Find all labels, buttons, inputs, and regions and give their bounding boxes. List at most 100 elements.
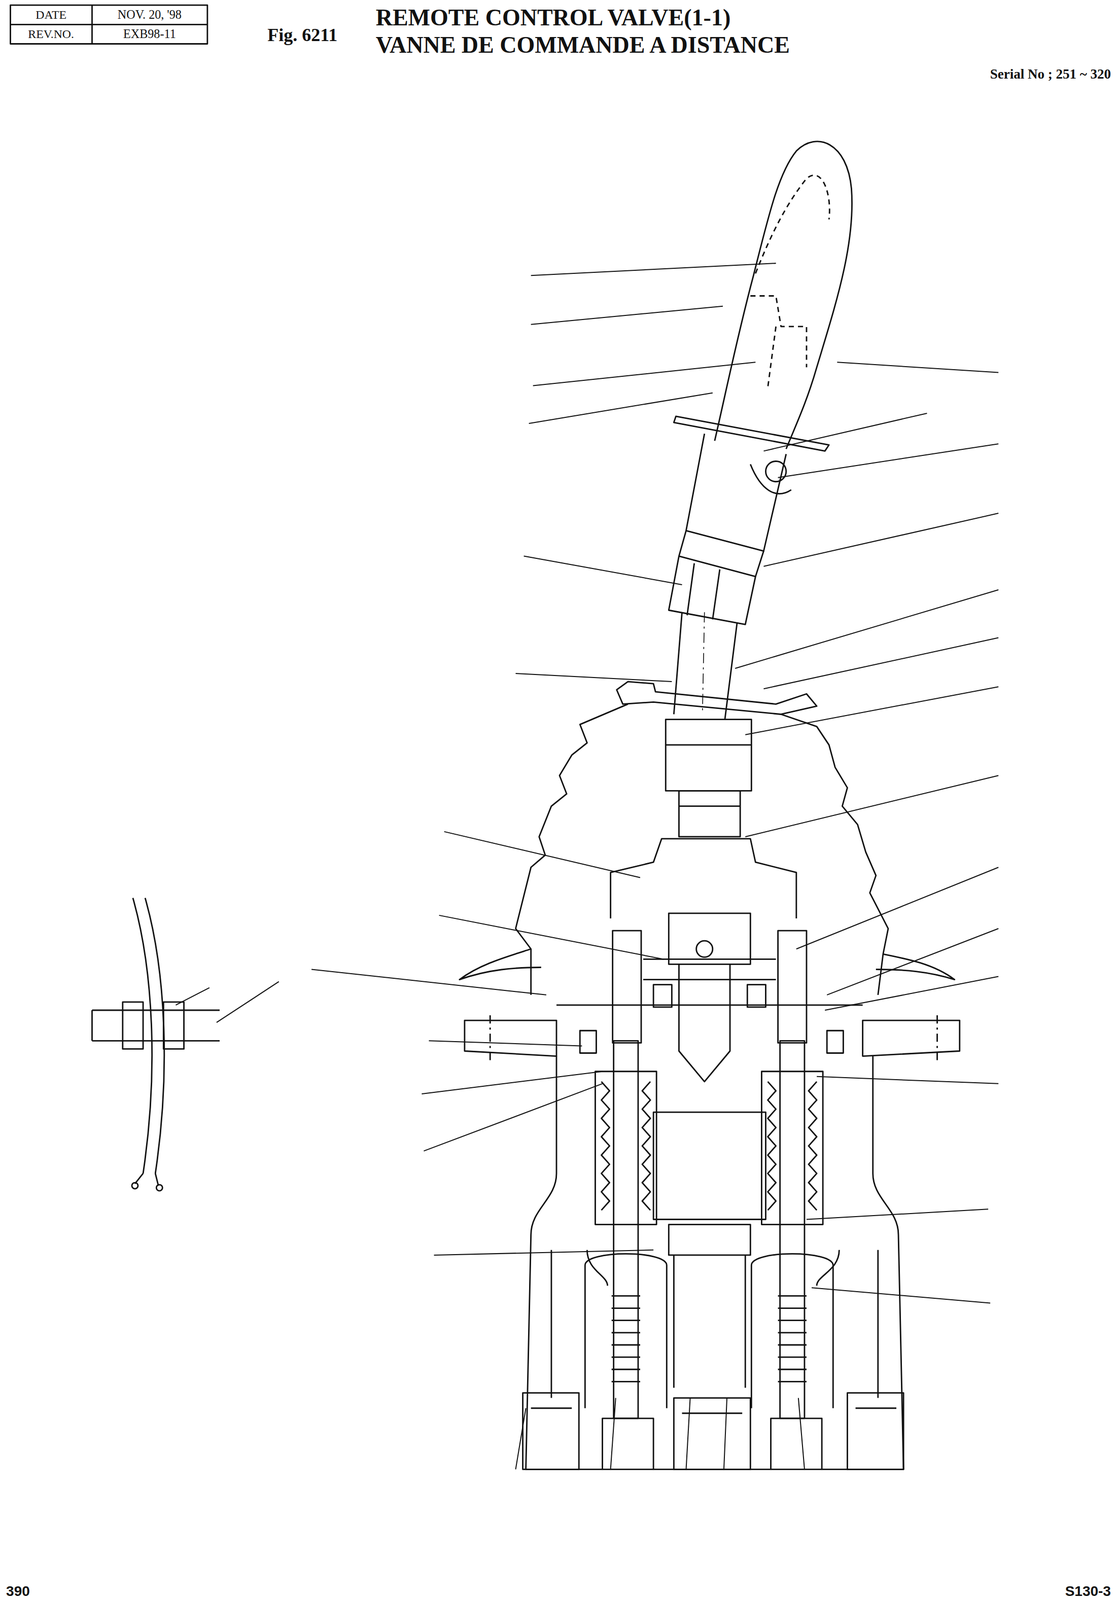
- center-line: [702, 612, 705, 715]
- spool-bore: [584, 1253, 667, 1409]
- rubber-boot: [515, 704, 628, 995]
- push-plate: [610, 839, 797, 919]
- return-spring: [767, 1082, 776, 1211]
- leader-line: [816, 1076, 999, 1085]
- figure-title-french: VANNE DE COMMANDE A DISTANCE: [375, 31, 790, 59]
- leader-line: [311, 969, 547, 996]
- leader-line: [610, 1398, 616, 1471]
- wire-terminal: [131, 1182, 138, 1190]
- page-number: 390: [6, 1583, 30, 1600]
- wire-terminal: [156, 1184, 163, 1192]
- leader-line: [531, 306, 723, 325]
- table-cell: REV.NO.: [10, 24, 92, 44]
- boot-lip: [459, 949, 542, 980]
- figure-number: Fig. 6211: [267, 24, 338, 46]
- boot-top: [616, 681, 817, 715]
- spring-housing: [595, 1071, 657, 1226]
- model-code: S130-3: [1065, 1583, 1111, 1600]
- leader-line: [826, 928, 999, 996]
- spool-land: [611, 1307, 641, 1310]
- port: [847, 1393, 904, 1471]
- table-cell: NOV. 20, '98: [91, 5, 207, 25]
- rubber-boot: [781, 714, 889, 995]
- oil-passage: [816, 1250, 879, 1399]
- leader-line: [686, 1398, 691, 1471]
- figure-title: REMOTE CONTROL VALVE(1-1): [375, 4, 731, 31]
- leader-line: [515, 1408, 526, 1471]
- lever-stem: [673, 612, 738, 720]
- leader-line: [763, 413, 927, 451]
- leader-line: [778, 443, 999, 478]
- spool: [613, 1040, 639, 1419]
- universal-joint: [668, 913, 751, 965]
- lever-block: [665, 745, 752, 807]
- leader-line: [529, 393, 713, 424]
- wire: [134, 1173, 159, 1187]
- spool-land: [611, 1319, 641, 1322]
- spool-land: [778, 1332, 807, 1334]
- leader-line: [439, 915, 665, 960]
- spool-land: [611, 1369, 641, 1371]
- leader-line: [763, 513, 999, 567]
- spool: [780, 1040, 805, 1419]
- leader-line: [428, 1040, 582, 1046]
- spool-land: [778, 1307, 807, 1310]
- spool-land: [611, 1344, 641, 1347]
- leader-line: [423, 1084, 603, 1152]
- port: [522, 1393, 580, 1471]
- leader-line: [824, 977, 999, 1011]
- leader-line: [745, 775, 999, 837]
- handle-switch: [750, 296, 807, 368]
- leader-line: [216, 982, 279, 1023]
- joint-plate: [643, 959, 777, 980]
- leader-line: [515, 673, 672, 682]
- leader-line: [421, 1071, 603, 1095]
- lever-block: [678, 790, 741, 837]
- table-cell: DATE: [10, 5, 92, 25]
- wire: [132, 898, 165, 1174]
- spool-land: [611, 1356, 641, 1359]
- header-table: [10, 5, 207, 44]
- spring-housing: [761, 1071, 823, 1226]
- leader-line: [175, 988, 209, 1006]
- return-spring: [808, 1082, 817, 1211]
- spool-land: [611, 1295, 641, 1298]
- port-thread: [531, 1408, 897, 1414]
- cable-pipe: [91, 1010, 220, 1041]
- spool-land: [611, 1381, 641, 1383]
- handle-grip: [714, 141, 853, 449]
- handle-plate: [673, 416, 829, 451]
- seal: [747, 985, 766, 1008]
- pivot-cone: [678, 964, 730, 1082]
- leader-line: [806, 1209, 989, 1220]
- spool-land: [611, 1332, 641, 1334]
- leader-line: [723, 1398, 727, 1471]
- body-bore: [653, 1112, 766, 1220]
- leader-line: [434, 1250, 654, 1256]
- valve-body: [526, 1056, 904, 1471]
- spool-land: [778, 1369, 807, 1371]
- spool-land: [778, 1295, 807, 1298]
- serial-range: Serial No ; 251 ~ 320: [990, 66, 1111, 83]
- grommet: [122, 1002, 144, 1050]
- return-spring: [642, 1082, 651, 1211]
- grip-collar: [678, 530, 764, 577]
- tank-passage: [673, 1255, 746, 1389]
- seal: [826, 1030, 844, 1054]
- leader-line: [533, 362, 756, 386]
- table-rule: [10, 5, 207, 44]
- spool-land: [778, 1344, 807, 1347]
- leader-line: [444, 831, 641, 879]
- handle-detail: [755, 175, 830, 274]
- leader-line: [811, 1287, 991, 1304]
- pusher: [778, 930, 807, 1043]
- joint-pin: [696, 940, 713, 958]
- drawing-group: [10, 5, 999, 1470]
- spool-land: [778, 1356, 807, 1359]
- grip-detail: [750, 464, 791, 495]
- leader-line: [837, 362, 999, 373]
- seal: [579, 1030, 597, 1054]
- port: [602, 1418, 823, 1471]
- seal: [653, 985, 672, 1008]
